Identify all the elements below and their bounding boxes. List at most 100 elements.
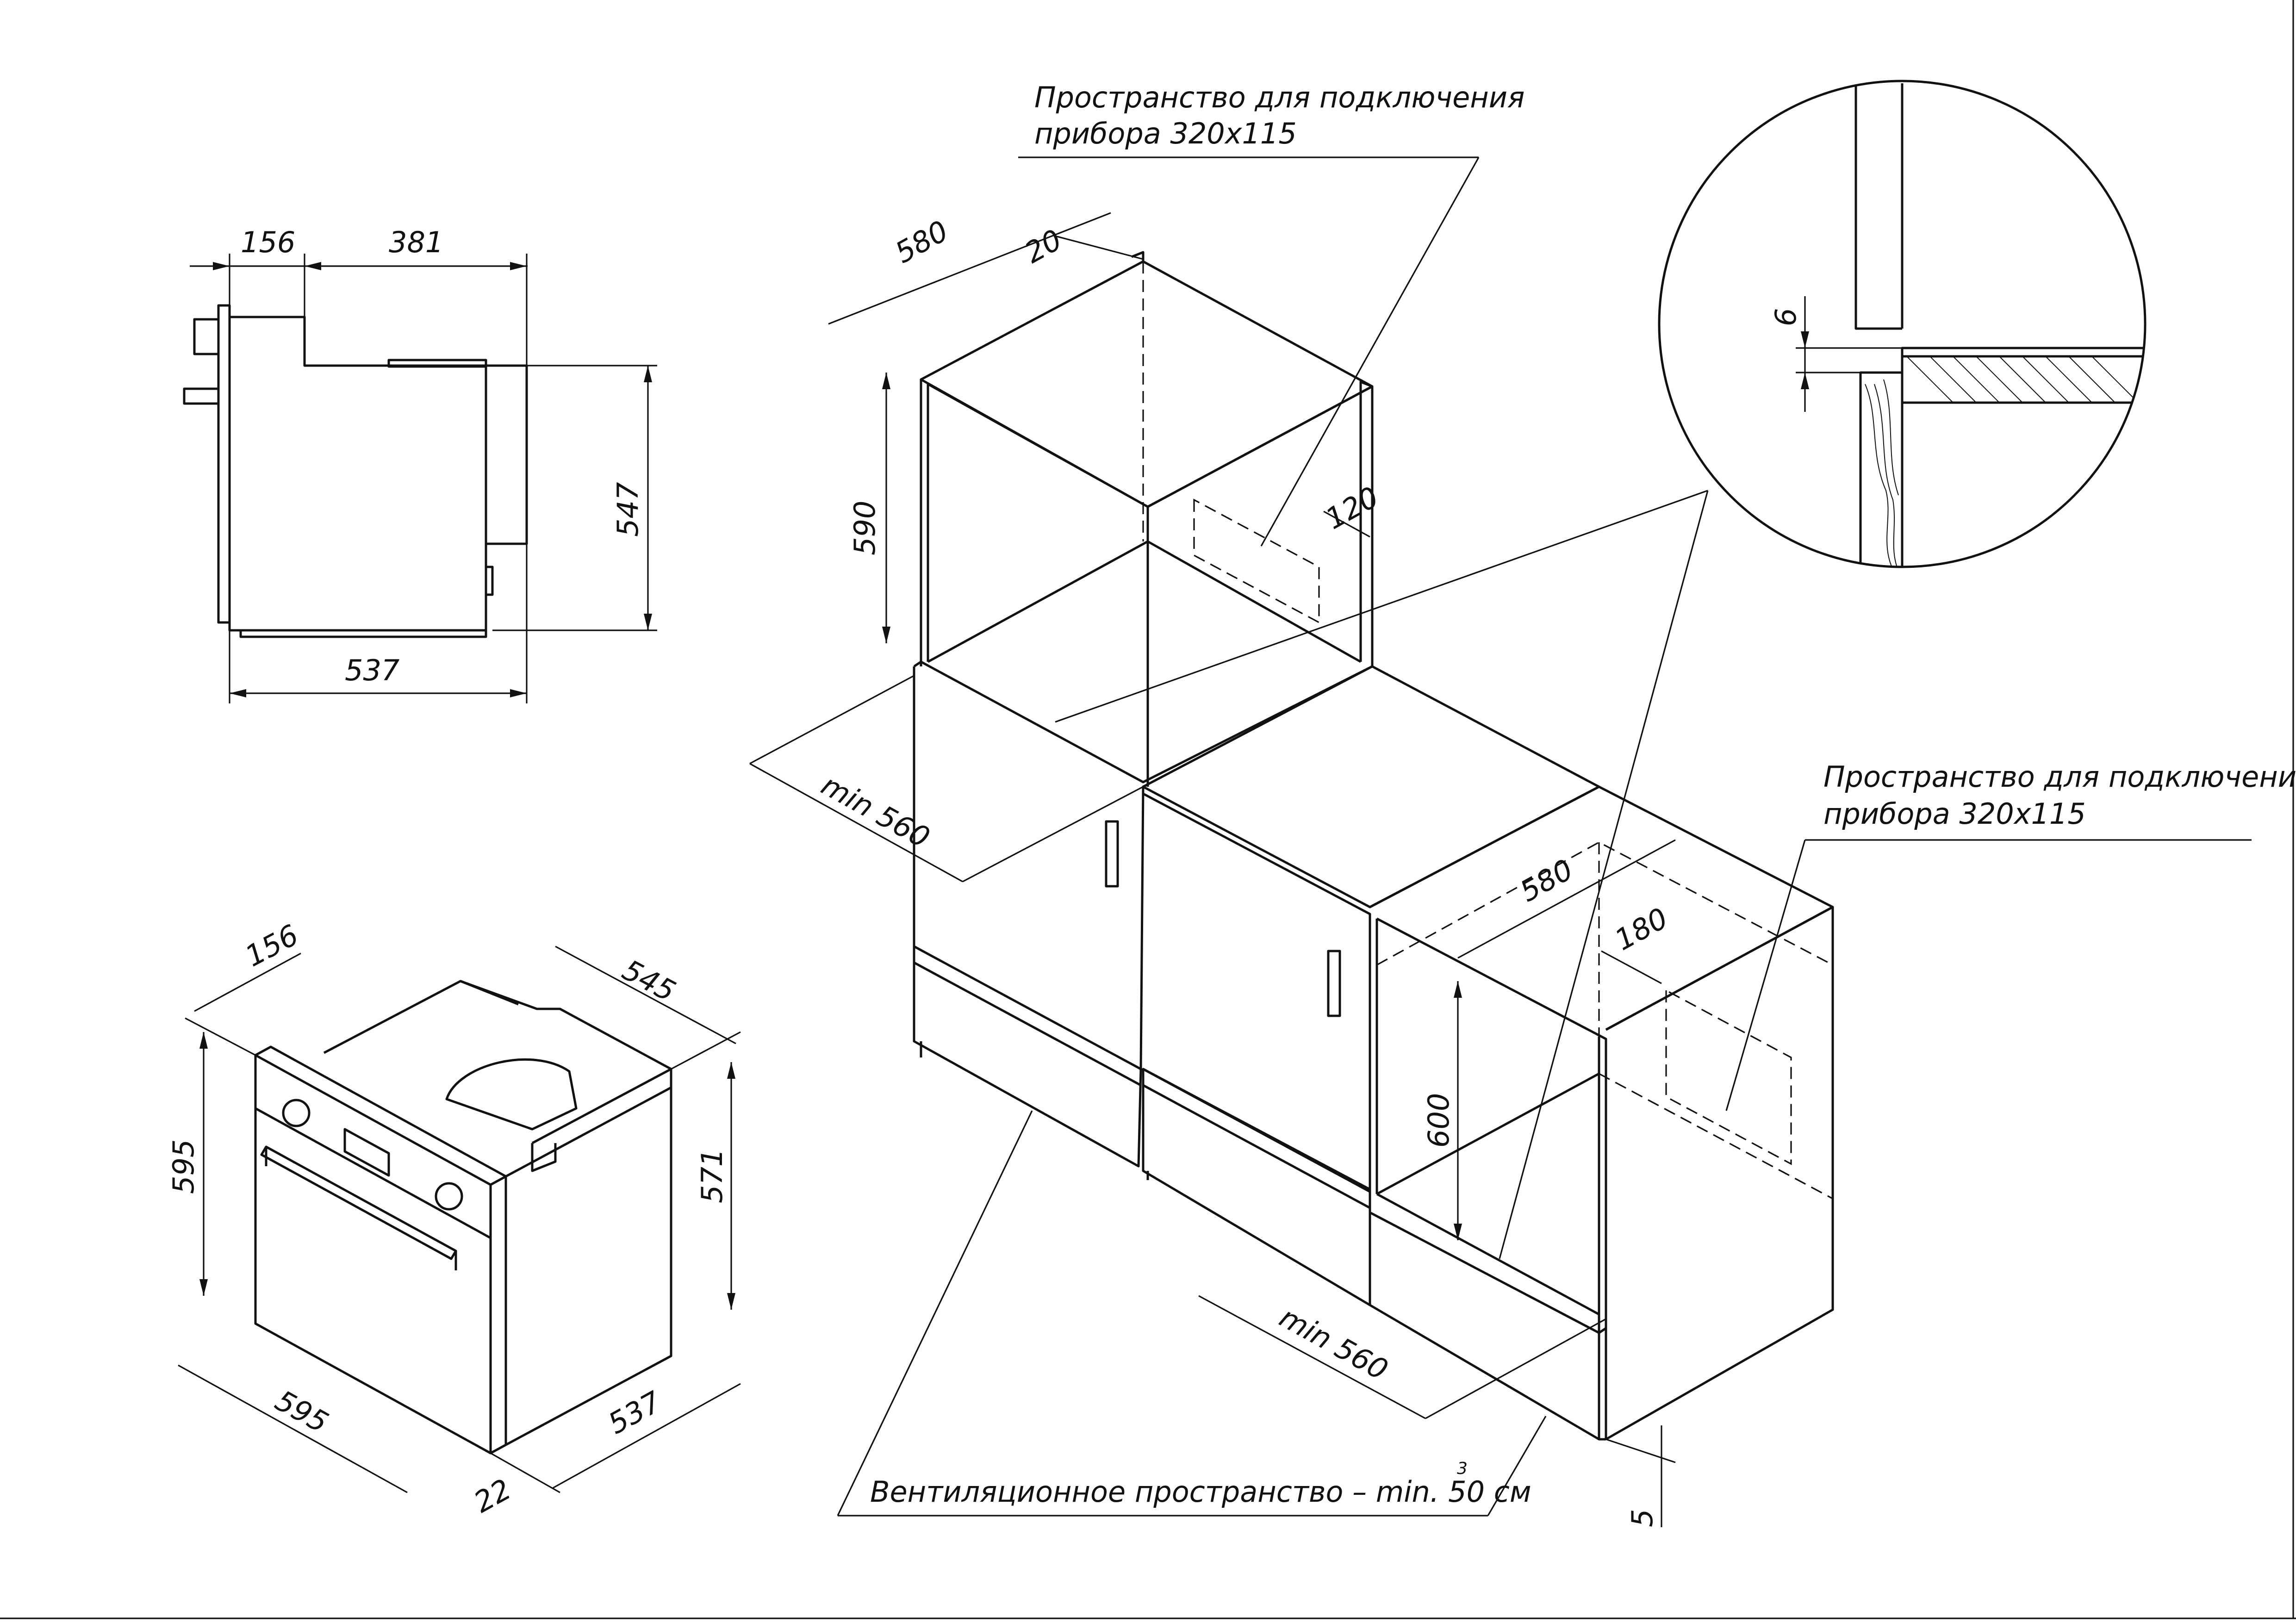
base-dim-5: 5 <box>1625 1509 1659 1527</box>
tall-dim-line-min560 <box>749 763 963 883</box>
oven-dim-595-width: 595 <box>270 1383 334 1439</box>
base-cabinet-right-panel <box>1376 917 1607 1439</box>
base-cabinet-connection-cutout <box>1665 989 1792 1165</box>
detail-callout: 6 <box>1658 80 2147 568</box>
tall-cabinet-niche-top <box>1147 385 1373 508</box>
note-connection-top-line2: прибора 320х115 <box>1034 117 1297 150</box>
middle-cabinet-drawer-line <box>1142 1084 1371 1209</box>
base-dim-ext-5 <box>1605 1438 1676 1463</box>
detail-leader-lower <box>1499 490 1709 1259</box>
oven-dim-line-545 <box>555 945 736 1045</box>
oven-body-side <box>505 1086 672 1446</box>
side-arrow-1 <box>213 262 230 270</box>
tall-cabinet-drawer-line <box>913 961 1142 1087</box>
side-dim-547: 547 <box>611 482 645 537</box>
base-cabinet-side <box>1605 906 1834 1441</box>
side-arrow-2 <box>305 262 321 270</box>
base-cabinet-top <box>1369 785 1834 1031</box>
base-cabinet-dim-line-180 <box>1601 950 1662 984</box>
note-ventilation: Вентиляционное пространство – min. 50 см <box>870 1475 1531 1509</box>
tall-cabinet-dim-line-120 <box>1323 510 1370 538</box>
tall-cabinet-hidden-edge <box>1142 261 1149 787</box>
tall-dim-20: 20 <box>1019 223 1067 270</box>
oven-body-top <box>323 980 672 1144</box>
tall-dim-min560: min 560 <box>816 768 935 854</box>
base-cabinet-dim-180: 180 <box>1609 901 1674 957</box>
side-dim-381: 381 <box>389 225 443 259</box>
tall-cabinet-lower-door <box>913 666 1145 1070</box>
side-feet <box>239 629 487 638</box>
oven-ext-156a <box>185 1017 256 1056</box>
oven-dim-line-595w <box>178 1364 408 1493</box>
oven-dim-571: 571 <box>695 1149 729 1203</box>
note-connection-top-line1: Пространство для подключения <box>1034 81 1524 114</box>
side-rear-box <box>485 364 528 545</box>
oven-body-top-detail <box>460 980 557 1172</box>
detail-oven-wall <box>1854 83 1902 330</box>
tall-cabinet-connection-cutout <box>1193 498 1320 624</box>
tall-dim-line-20 <box>1055 235 1144 260</box>
side-arrow-7 <box>510 689 527 697</box>
oven-knob-left-icon <box>282 1099 311 1127</box>
detail-leader-upper <box>1055 490 1708 723</box>
oven-dim-537: 537 <box>603 1385 667 1441</box>
tall-dim-ext-min560b <box>749 675 915 765</box>
oven-arrow-571-top <box>727 1062 735 1079</box>
oven-control-strip-line <box>255 1107 492 1239</box>
note-ventilation-leader-right <box>1487 1416 1547 1516</box>
oven-handle-mounts <box>265 1147 457 1270</box>
base-cabinet-shelf <box>1376 1072 1600 1316</box>
note-right-leader <box>1725 839 1806 1111</box>
oven-top-vent-plate <box>445 1058 578 1131</box>
oven-dim-156: 156 <box>240 918 304 973</box>
tall-dim-580: 580 <box>890 214 954 270</box>
oven-dim-line-156 <box>194 952 301 1012</box>
oven-front-bottom-edge <box>490 1443 507 1455</box>
base-dim-580: 580 <box>1514 852 1579 908</box>
oven-display <box>343 1128 390 1177</box>
cabinet-isometric-view: 120 180 580 20 <box>749 212 1834 1527</box>
tall-dim-line-580 <box>828 212 1111 325</box>
oven-dim-545: 545 <box>617 953 681 1008</box>
side-arrow-5 <box>644 614 652 630</box>
detail-circle <box>1658 80 2147 568</box>
note-connection-right-line2: прибора 320х115 <box>1823 797 2086 831</box>
tall-arrow-590-top <box>882 373 890 389</box>
oven-front-top-edge <box>255 1045 507 1186</box>
oven-arrow-595v-bottom <box>199 1279 208 1296</box>
tall-arrow-590-bottom <box>882 627 890 643</box>
side-handle <box>183 387 220 405</box>
oven-dim-595-height: 595 <box>167 1139 200 1194</box>
tall-dim-590: 590 <box>848 501 882 555</box>
base-dim-line-580 <box>1457 839 1676 959</box>
detail-arrow-6-bottom <box>1801 373 1809 389</box>
oven-ext-545 <box>671 1031 741 1070</box>
tall-cabinet-drawer <box>913 946 1142 1168</box>
base-arrow-600-top <box>1454 981 1462 998</box>
side-body <box>228 316 487 632</box>
side-arrow-4 <box>644 366 652 382</box>
tall-cabinet-top-lip <box>1131 251 1145 261</box>
oven-arrow-571-bottom <box>727 1293 735 1310</box>
side-top-plate <box>387 359 487 368</box>
oven-knob-right-icon <box>435 1182 463 1211</box>
base-cabinet-drawer-top <box>1369 1211 1607 1334</box>
base-arrow-600-bottom <box>1454 1224 1462 1240</box>
middle-cabinet-door-handle <box>1327 950 1341 1017</box>
oven-side-view: 156 381 547 537 <box>183 225 657 703</box>
tall-dim-ext-min560 <box>962 786 1144 883</box>
detail-arrow-6-top <box>1801 331 1809 348</box>
oven-dim-line-22 <box>490 1452 560 1493</box>
oven-isometric-view: 156 545 595 571 595 537 22 <box>167 918 741 1519</box>
side-knob <box>193 318 220 355</box>
detail-side-panel <box>1859 371 1904 566</box>
note-top-leader <box>1260 157 1480 547</box>
oven-dim-line-537 <box>553 1383 741 1489</box>
side-dim-537: 537 <box>345 653 399 687</box>
tall-cabinet-right-inner <box>1359 380 1373 662</box>
base-dim-min560: min 560 <box>1274 1300 1394 1387</box>
base-dim-ext-min560 <box>1425 1318 1606 1419</box>
note-ventilation-leader-left <box>837 1110 1033 1516</box>
